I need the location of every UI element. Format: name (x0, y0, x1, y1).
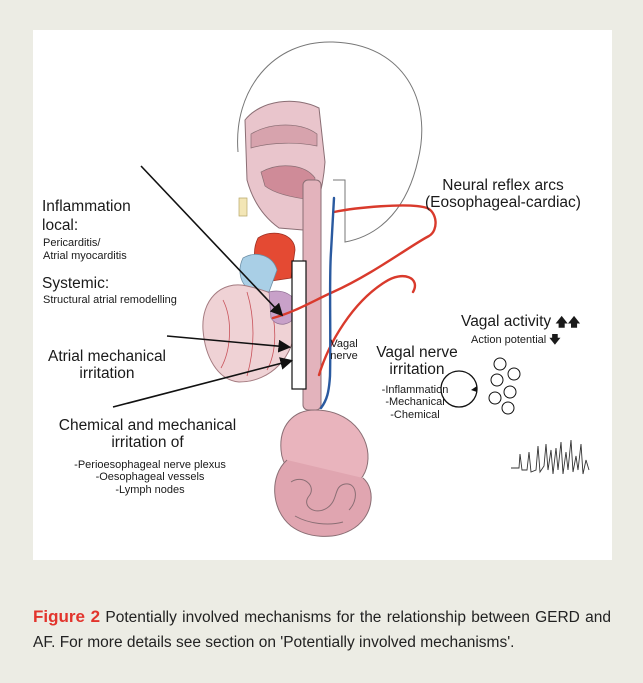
irritation-box (292, 261, 306, 389)
label-vagal-activity-text: Vagal activity (461, 313, 551, 330)
label-structural-remodelling: Structural atrial remodelling (43, 294, 177, 306)
label-pericarditis: Pericarditis/ (43, 237, 100, 249)
label-vni-line1: Vagal nerve (367, 344, 467, 361)
figure-label: Figure 2 (33, 607, 100, 626)
label-nerve: nerve (325, 350, 363, 362)
label-atrial-mechanical: Atrial mechanical irritation (43, 348, 171, 383)
label-vni-list: -Inflammation -Mechanical -Chemical (375, 384, 455, 421)
label-chemical-line1: Chemical and mechanical (40, 417, 255, 434)
label-atrial-mechanical-line1: Atrial mechanical (43, 348, 171, 365)
figure-caption: Figure 2 Potentially involved mechanisms… (33, 604, 611, 655)
label-vni-line2: irritation (367, 361, 467, 378)
label-atrial-myocarditis: Atrial myocarditis (43, 250, 127, 262)
label-neural-reflex-line2: (Eosophageal-cardiac) (413, 194, 593, 211)
figure-panel: Inflammation local: Pericarditis/ Atrial… (33, 30, 612, 560)
label-lymph-nodes: -Lymph nodes (55, 484, 245, 496)
ecg-trace (511, 440, 589, 474)
label-chemical-line2: irritation of (40, 434, 255, 451)
down-arrow-icon: 🡇 (549, 334, 560, 346)
label-vagal-nerve-irritation: Vagal nerve irritation (367, 344, 467, 379)
label-atrial-mechanical-line2: irritation (43, 365, 171, 382)
label-neural-reflex-line1: Neural reflex arcs (413, 177, 593, 194)
label-vagal-activity: Vagal activity 🡅🡅 (461, 313, 580, 330)
micro-reentry-circles (489, 358, 520, 414)
label-chemical-list: -Perioesophageal nerve plexus -Oesophage… (55, 459, 245, 496)
double-up-arrow-icon: 🡅🡅 (555, 315, 580, 329)
label-vni-chemical: -Chemical (375, 409, 455, 421)
label-systemic: Systemic: (42, 275, 109, 292)
label-vni-inflammation: -Inflammation (375, 384, 455, 396)
label-action-potential-text: Action potential (471, 334, 546, 346)
label-neural-reflex: Neural reflex arcs (Eosophageal-cardiac) (413, 177, 593, 212)
label-vagal: Vagal (325, 338, 363, 350)
label-inflammation: Inflammation (42, 198, 131, 215)
label-vagal-nerve: Vagal nerve (325, 338, 363, 363)
label-local: local: (42, 217, 78, 234)
label-perioesophageal-plexus: -Perioesophageal nerve plexus (55, 459, 245, 471)
label-chemical-mechanical: Chemical and mechanical irritation of (40, 417, 255, 452)
vagal-nerve-line (321, 198, 334, 408)
teeth (239, 198, 247, 216)
label-oesophageal-vessels: -Oesophageal vessels (55, 471, 245, 483)
label-action-potential: Action potential 🡇 (471, 334, 561, 346)
caption-text: Potentially involved mechanisms for the … (33, 609, 611, 651)
label-vni-mechanical: -Mechanical (375, 396, 455, 408)
